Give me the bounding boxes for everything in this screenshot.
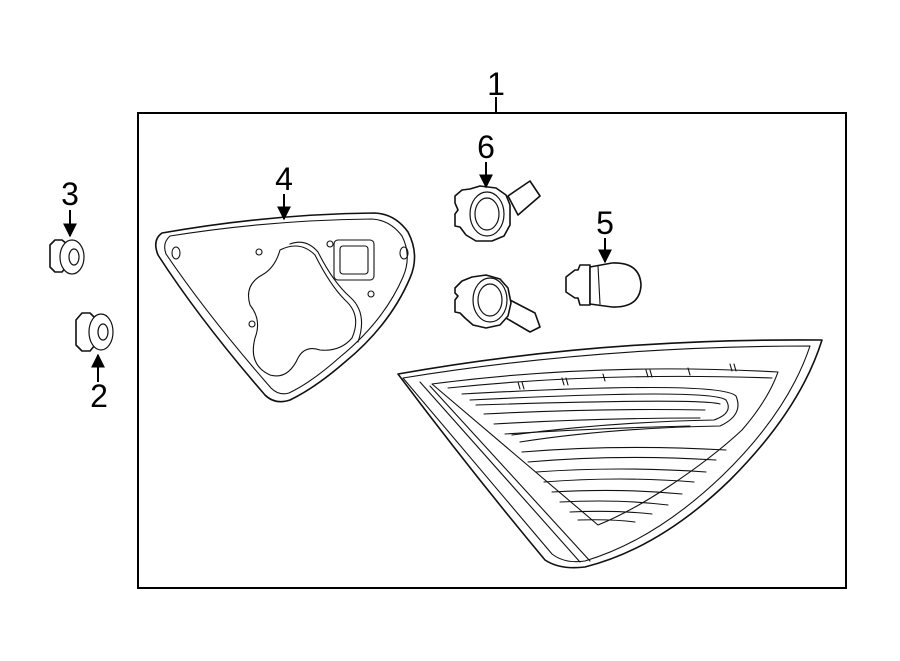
socket-6-lower bbox=[454, 274, 541, 333]
callout-3: 3 bbox=[61, 176, 79, 212]
gasket-4 bbox=[154, 212, 416, 403]
callout-4: 4 bbox=[275, 161, 293, 197]
callout-1: 1 bbox=[487, 66, 505, 102]
assembly-frame bbox=[137, 97, 847, 589]
callout-5: 5 bbox=[596, 205, 614, 241]
lamp-lens bbox=[397, 339, 823, 569]
bulb-5 bbox=[565, 262, 642, 308]
nut-2 bbox=[75, 312, 114, 352]
callout-2: 2 bbox=[90, 378, 108, 414]
socket-6-upper bbox=[454, 180, 541, 242]
nut-3 bbox=[49, 239, 85, 275]
callout-6: 6 bbox=[477, 129, 495, 165]
